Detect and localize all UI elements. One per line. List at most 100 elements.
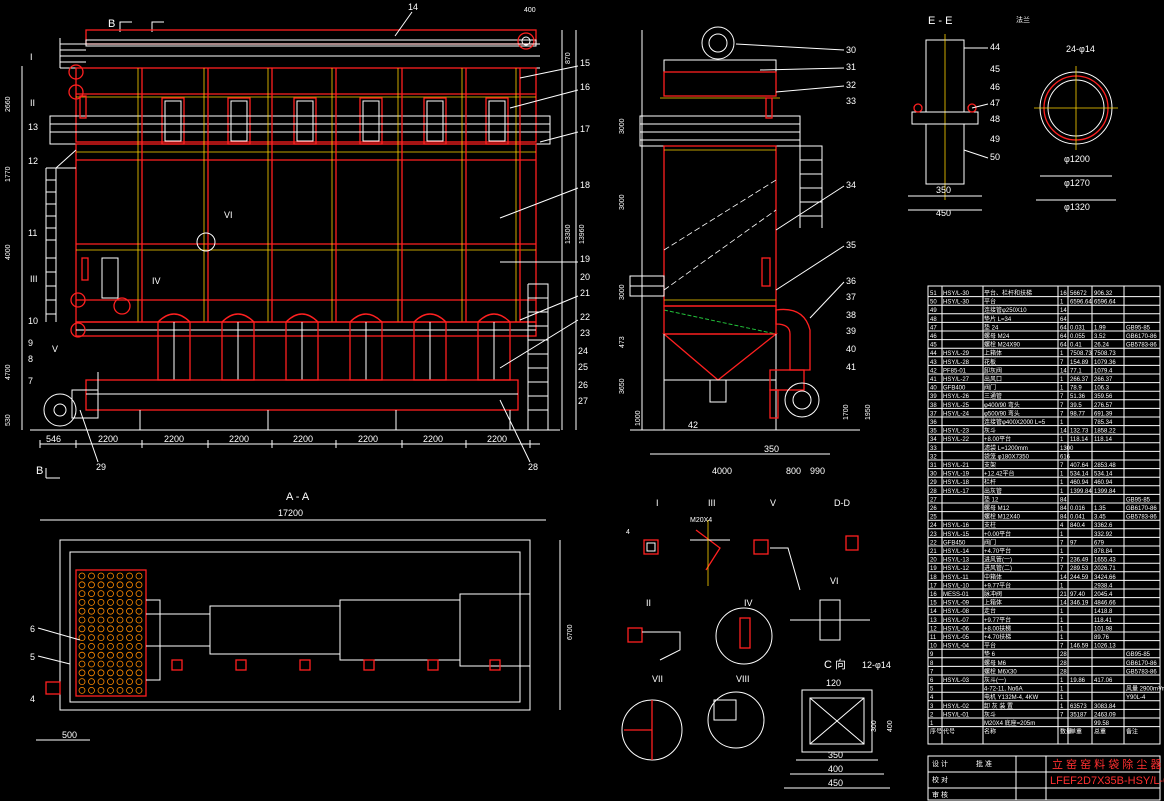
- callout-19: 19: [580, 254, 590, 264]
- filter-bag-mark: [135, 616, 143, 624]
- filter-bag-mark: [78, 599, 86, 606]
- bom-cell-w1: 460.94: [1070, 480, 1089, 486]
- bom-cell-w2: 2045.4: [1094, 592, 1113, 598]
- dim-right-2: 13960: [579, 224, 586, 244]
- filter-bag-mark: [97, 660, 105, 668]
- bom-cell-no: 47: [930, 325, 937, 331]
- filter-bag-mark: [78, 607, 86, 615]
- bom-cell-qty: 1: [1060, 532, 1064, 538]
- filter-bag-mark: [107, 616, 114, 624]
- bom-cell-code: HSY/L-13: [943, 558, 970, 564]
- bom-cell-w1: 118.14: [1070, 437, 1089, 443]
- bom-cell-name: 平台: [984, 642, 996, 650]
- detail-weld-1: M20X4: [690, 517, 712, 524]
- filter-bag-grid: [75, 569, 147, 697]
- callout-12: 12: [28, 156, 38, 166]
- filter-bag-mark: [116, 660, 124, 668]
- filter-bag-mark: [135, 625, 143, 633]
- bom-cell-name: 螺栓 M6X30: [984, 667, 1017, 675]
- filter-bag-mark: [107, 687, 114, 694]
- bom-cell-no: 10: [930, 644, 937, 650]
- dim-span-6: 2200: [423, 434, 443, 444]
- bom-cell-w1: 98.77: [1070, 411, 1086, 417]
- filter-bag-mark: [135, 687, 143, 694]
- bom-cell-name: 垫片 L=34: [984, 315, 1012, 323]
- filter-bag-mark: [107, 678, 114, 685]
- bom-cell-w1: 97: [1070, 540, 1077, 546]
- bom-cell-std: GB95-85: [1126, 497, 1151, 503]
- bom-cell-qty: 7: [1060, 712, 1064, 718]
- bom-cell-no: 45: [930, 343, 937, 349]
- dim-aa-width: 17200: [278, 508, 303, 518]
- bom-cell-no: 51: [930, 291, 937, 297]
- bom-cell-qty: 14: [1060, 308, 1067, 314]
- bom-cell-no: 11: [930, 635, 937, 641]
- title-cell-design: 设 计: [932, 759, 948, 768]
- callout-49: 49: [990, 134, 1000, 144]
- bom-cell-no: 50: [930, 300, 937, 306]
- callout-42: 42: [688, 420, 698, 430]
- bom-cell-qty: 1: [1060, 489, 1064, 495]
- bom-cell-code: HSY/L-27: [943, 377, 970, 383]
- front-callouts: 14 15 16 17 18 19 20 21 22 23 24 25 26 2…: [28, 2, 590, 472]
- bom-cell-w2: 417.06: [1094, 678, 1113, 684]
- bom-cell-std: GB5783-86: [1126, 343, 1157, 349]
- filter-bag-mark: [126, 572, 133, 580]
- filter-bag-mark: [107, 572, 114, 580]
- filter-bag-mark: [116, 651, 124, 659]
- dim-side-bottom-0: 4000: [712, 466, 732, 476]
- callout-34: 34: [846, 180, 856, 190]
- bom-cell-code: HSY/L-29: [943, 351, 970, 357]
- bom-cell-qty: 28: [1060, 669, 1067, 675]
- bom-cell-w2: 1026.13: [1094, 644, 1116, 650]
- dim-top: 400: [524, 7, 536, 14]
- filter-bag-mark: [97, 625, 105, 633]
- bom-cell-no: 29: [930, 480, 937, 486]
- flange-ring: 法兰 24-φ14 φ1200 φ1270 φ1320: [1016, 15, 1118, 212]
- bom-cell-qty: 1: [1060, 549, 1064, 555]
- detail-label-6: VI: [830, 576, 839, 586]
- bom-cell-name: 进风管(一): [984, 556, 1012, 564]
- dim-ee-0: 350: [936, 185, 951, 195]
- bom-cell-no: 35: [930, 429, 937, 435]
- callout-roman-2: II: [30, 98, 35, 108]
- dim-side-right-1: 1950: [865, 404, 872, 420]
- bom-cell-name: 螺栓 M24X90: [984, 341, 1021, 349]
- callout-36: 36: [846, 276, 856, 286]
- callout-aa-5: 5: [30, 652, 35, 662]
- bom-cell-qty: 7: [1060, 394, 1064, 400]
- bom-cell-code: HSY/L-30: [943, 291, 970, 297]
- filter-bag-mark: [88, 634, 95, 641]
- bom-cell-w1: 266.37: [1070, 377, 1089, 383]
- bom-cell-qty: 1: [1060, 635, 1064, 641]
- bom-cell-w1: 78.9: [1070, 386, 1082, 392]
- callout-14: 14: [408, 2, 418, 12]
- dim-span-5: 2200: [358, 434, 378, 444]
- bom-cell-w1: 0.041: [1070, 515, 1086, 521]
- filter-bag-mark: [107, 660, 114, 668]
- dim-span-0: 546: [46, 434, 61, 444]
- bom-cell-no: 2: [930, 712, 934, 718]
- drawing-number: LFEF2D7X35B-HSY/L-00: [1050, 775, 1164, 787]
- filter-bag-mark: [88, 625, 95, 633]
- bom-cell-qty: 84: [1060, 497, 1067, 503]
- filter-bag-mark: [116, 687, 124, 694]
- callout-33: 33: [846, 96, 856, 106]
- bom-cell-name: 走台: [984, 607, 996, 615]
- callout-48: 48: [990, 114, 1000, 124]
- bom-cell-code: PF85-01: [943, 368, 967, 374]
- dim-c-3: 450: [828, 778, 843, 788]
- title-cell-review: 审 核: [932, 790, 948, 799]
- bom-cell-name: 螺母 M12: [984, 504, 1010, 512]
- bom-cell-name: 灰斗(一): [984, 676, 1006, 684]
- callout-17: 17: [580, 124, 590, 134]
- bom-cell-name: 上箱体: [984, 599, 1002, 607]
- filter-bag-mark: [97, 607, 105, 615]
- bom-cell-qty: 84: [1060, 515, 1067, 521]
- bom-cell-w2: 2026.71: [1094, 566, 1116, 572]
- bom-cell-qty: 1: [1060, 609, 1064, 615]
- bom-header-w1: 单重: [1070, 728, 1082, 736]
- callout-28: 28: [528, 462, 538, 472]
- bom-cell-no: 8: [930, 661, 934, 667]
- callout-roman-4: IV: [152, 276, 161, 286]
